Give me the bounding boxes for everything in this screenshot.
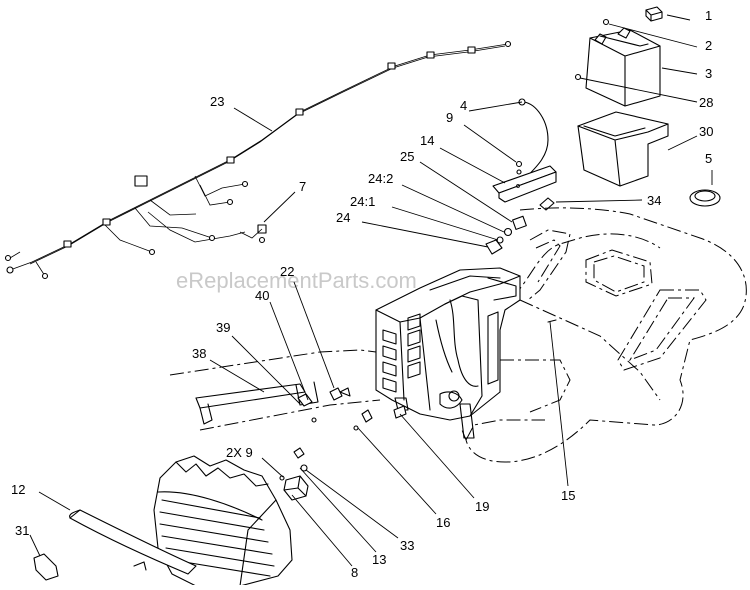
dash-tower (375, 267, 521, 439)
callout-25: 25 (400, 149, 414, 164)
pin-15 (547, 319, 557, 323)
screw-9-washer (516, 169, 522, 175)
callout-15: 15 (561, 488, 575, 503)
callout-7: 7 (299, 179, 306, 194)
callout-2x-9: 2X 9 (226, 445, 253, 460)
callout-2: 2 (705, 38, 712, 53)
ignition-parts (485, 197, 555, 255)
callout-40: 40 (255, 288, 269, 303)
callout-39: 39 (216, 320, 230, 335)
callout-8: 8 (351, 565, 358, 580)
callout-31: 31 (15, 523, 29, 538)
callout-13: 13 (372, 552, 386, 567)
callout-24-1: 24:1 (350, 194, 375, 209)
callout-3: 3 (705, 66, 712, 81)
callout-5: 5 (705, 151, 712, 166)
front-bumper (69, 509, 197, 575)
callout-16: 16 (436, 515, 450, 530)
leader-lines (29, 14, 713, 567)
light-switch (279, 447, 309, 501)
callout-4: 4 (460, 98, 467, 113)
bumper-end-cap (33, 553, 59, 581)
callout-34: 34 (647, 193, 661, 208)
callout-19: 19 (475, 499, 489, 514)
callout-24-2: 24:2 (368, 171, 393, 186)
battery-bolt (602, 18, 610, 26)
callout-38: 38 (192, 346, 206, 361)
callout-30: 30 (699, 124, 713, 139)
callout-22: 22 (280, 264, 294, 279)
callout-14: 14 (420, 133, 434, 148)
wire-harness (4, 40, 512, 280)
callout-12: 12 (11, 482, 25, 497)
wire-connector (239, 224, 267, 244)
fender-deck (461, 207, 747, 463)
callout-23: 23 (210, 94, 224, 109)
battery-bracket (492, 165, 557, 203)
battery-bolt-lower (574, 73, 582, 81)
small-hardware (353, 405, 407, 431)
battery-tray (577, 111, 669, 187)
relay-bracket (297, 387, 351, 423)
screw-9 (515, 160, 523, 168)
callout-1: 1 (705, 8, 712, 23)
callout-33: 33 (400, 538, 414, 553)
callout-28: 28 (699, 95, 713, 110)
callouts: 1 2 3 28 30 5 4 9 14 25 24:2 24:1 24 34 … (11, 8, 713, 580)
battery-terminal-cap (645, 6, 663, 22)
round-plug (689, 189, 721, 207)
hood-grille (153, 455, 293, 587)
callout-9: 9 (446, 110, 453, 125)
battery (585, 27, 661, 107)
callout-24: 24 (336, 210, 350, 225)
